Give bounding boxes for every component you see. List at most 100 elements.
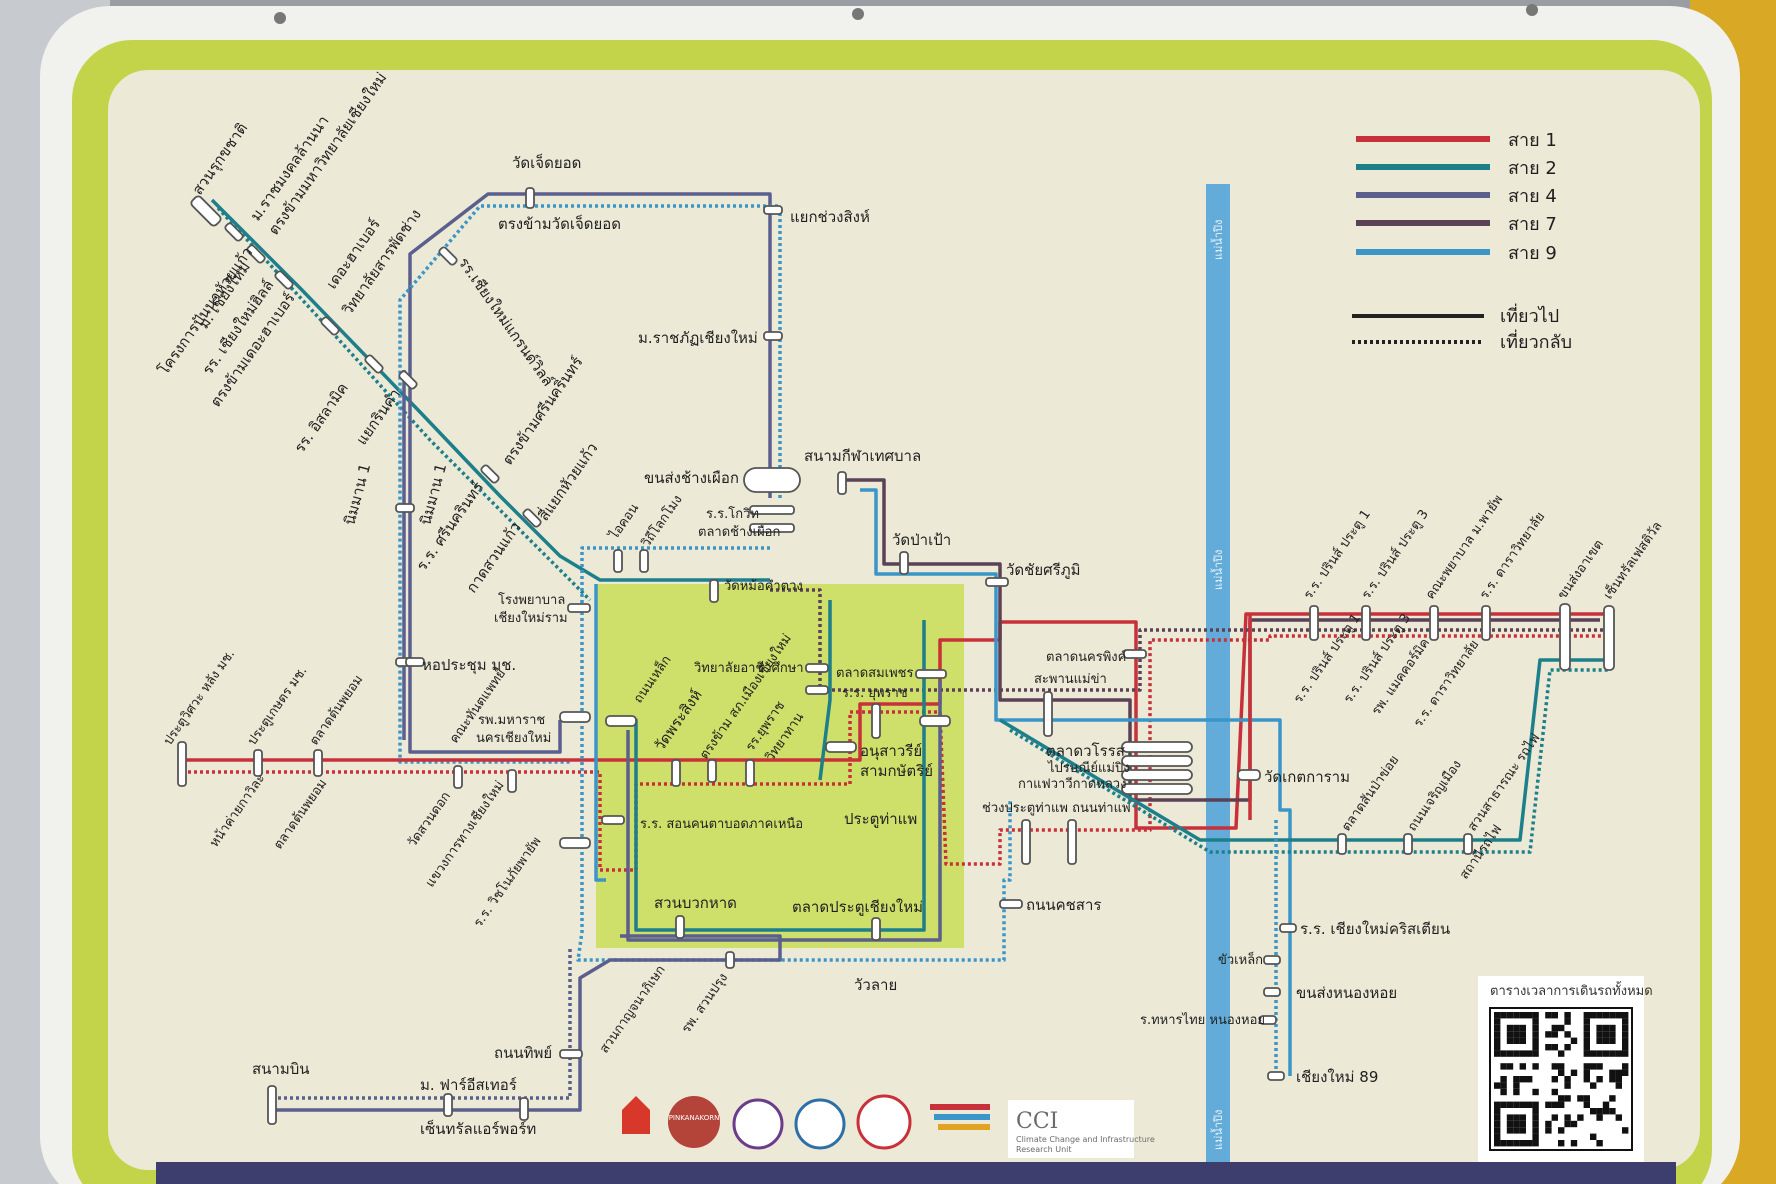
station-marker xyxy=(899,551,909,575)
station-label-s21: แยกช่วงสิงห์ xyxy=(790,208,870,226)
station-label-s26: ตลาดช้างเผือก xyxy=(698,524,780,540)
route-9-outbound xyxy=(860,488,1292,1076)
station-label-s51: ร.ร. สอนคนตาบอดภาคเหนือ xyxy=(640,816,803,832)
route-inner-9 xyxy=(594,584,606,882)
station-label-s80: ขัวเหล็ก xyxy=(1218,950,1263,968)
river-label-mid: แม่น้ำปิง xyxy=(1210,550,1225,590)
station-label-s82: ร.ทหารไทย หนองหอย xyxy=(1140,1012,1265,1028)
station-marker xyxy=(364,354,384,374)
station-marker xyxy=(313,749,323,777)
station-marker xyxy=(1043,691,1053,737)
station-marker xyxy=(825,741,857,753)
route-old-city-return xyxy=(626,680,942,942)
station-marker-terminal xyxy=(743,467,801,493)
station-marker xyxy=(1067,819,1077,865)
station-label-s20: ตรงข้ามวัดเจ็ดยอด xyxy=(498,214,621,233)
station-marker xyxy=(1121,769,1193,781)
station-markers xyxy=(177,187,1615,1125)
cci-logo-subtitle-2: Research Unit xyxy=(1016,1145,1072,1154)
station-label-s33: วัดชัยศรีภูมิ xyxy=(1006,561,1081,579)
station-label-s43: นครเชียงใหม่ xyxy=(476,730,551,746)
route-airport-outbound xyxy=(272,934,782,1112)
station-marker xyxy=(613,549,623,573)
station-label-s79: ร.ร. เชียงใหม่คริสเตียน xyxy=(1300,920,1450,938)
station-label-s25: ร.ร.โกวิท xyxy=(706,506,759,522)
station-marker xyxy=(395,503,415,513)
station-marker xyxy=(405,657,425,667)
station-marker xyxy=(1237,769,1261,781)
university-seal-icon xyxy=(732,1098,784,1150)
sponsor-logos: PINKANAKORN CCI Climate Change and Infra… xyxy=(622,1094,1155,1158)
station-label-s35: ตลาดสมเพชร xyxy=(836,666,913,681)
legend: สาย 1 สาย 2 สาย 4 สาย 7 สาย 9 เที่ยวไป เ… xyxy=(1352,130,1572,353)
cci-logo-subtitle-1: Climate Change and Infrastructure xyxy=(1016,1135,1155,1144)
screw-icon xyxy=(852,8,864,20)
station-marker xyxy=(224,222,244,242)
route-2-return xyxy=(216,206,592,602)
station-marker xyxy=(267,1085,277,1125)
cci-logo-text: CCI xyxy=(1016,1109,1058,1134)
station-marker xyxy=(749,523,795,533)
legend-label-route-4: สาย 4 xyxy=(1508,186,1557,207)
station-marker xyxy=(1263,987,1281,997)
station-marker xyxy=(745,759,755,787)
station-label-s23: ขนส่งช้างเผือก xyxy=(644,469,739,487)
station-marker xyxy=(1121,755,1193,767)
station-marker xyxy=(1279,923,1297,933)
station-marker xyxy=(522,508,542,528)
station-marker xyxy=(1481,605,1491,641)
station-marker xyxy=(671,759,681,787)
station-marker xyxy=(915,669,947,679)
station-marker xyxy=(443,1093,453,1117)
station-marker xyxy=(1403,833,1413,855)
station-marker xyxy=(707,759,717,783)
screw-icon xyxy=(274,12,286,24)
station-label-s68: สะพานแม่ข่า xyxy=(1034,672,1107,687)
pinkanakorn-logo-text: PINKANAKORN xyxy=(669,1114,720,1122)
station-label-s49: อนุสาวรีย์ xyxy=(860,742,922,761)
station-label-s64: สนามบิน xyxy=(252,1060,310,1078)
station-label-s60: วัวลาย xyxy=(854,976,897,994)
station-marker xyxy=(749,505,795,515)
river-label-top: แม่น้ำปิง xyxy=(1210,220,1225,260)
station-marker xyxy=(985,577,1009,587)
station-label-s24: สนามกีฬาเทศบาล xyxy=(804,447,921,465)
station-marker xyxy=(763,205,783,215)
station-marker xyxy=(480,464,500,484)
route-1-return xyxy=(182,634,1610,872)
station-marker xyxy=(999,899,1023,909)
station-label-s73: ถนนคชสาร xyxy=(1026,896,1101,914)
route-7-return xyxy=(770,588,1610,692)
station-label-s70: ไปรษณีย์แม่ปิง xyxy=(1047,760,1130,776)
station-label-s52: ประตูท่าแพ xyxy=(844,810,917,828)
bottom-banner xyxy=(156,1162,1676,1184)
station-marker xyxy=(190,195,222,227)
station-marker xyxy=(274,270,294,290)
station-marker xyxy=(763,331,783,341)
legend-label-route-2: สาย 2 xyxy=(1508,158,1557,179)
station-marker xyxy=(1021,819,1031,865)
river-label-bottom: แม่น้ำปิง xyxy=(1210,1110,1225,1150)
station-marker xyxy=(1337,833,1347,855)
station-marker xyxy=(519,1097,529,1121)
station-label-s31: วัดหม้อคำตวง xyxy=(724,579,803,594)
station-marker xyxy=(507,769,517,793)
station-label-s34: วิทยาลัยอาชีวศึกษา xyxy=(693,660,803,676)
station-marker xyxy=(559,711,591,723)
legend-label-route-9: สาย 9 xyxy=(1508,243,1557,264)
old-city-area xyxy=(596,584,964,948)
route-2-outbound xyxy=(210,198,770,582)
city-seal-icon xyxy=(794,1098,846,1150)
station-label-s19: วัดเจ็ดยอด xyxy=(512,153,581,172)
station-marker xyxy=(253,749,263,777)
station-marker xyxy=(805,663,829,673)
ping-river xyxy=(1206,184,1230,1170)
station-label-s36: ร.ร. ยุพราช xyxy=(842,686,908,701)
qr-caption: ตารางเวลาการเดินรถทั้งหมด xyxy=(1490,981,1653,999)
station-label-s83: เชียงใหม่ 89 xyxy=(1296,1068,1378,1086)
station-marker xyxy=(398,370,418,390)
station-marker xyxy=(639,549,649,573)
station-marker xyxy=(605,715,637,727)
station-marker xyxy=(1123,649,1147,659)
station-marker xyxy=(1263,955,1281,965)
